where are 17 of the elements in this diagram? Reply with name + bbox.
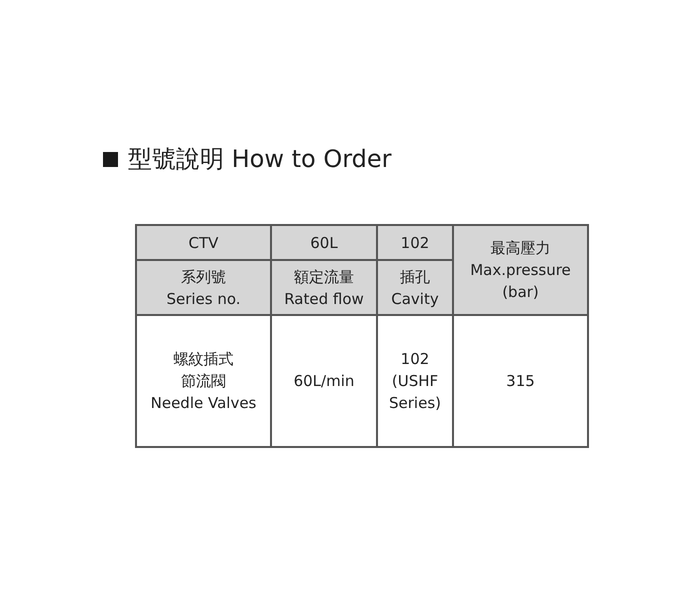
cell-text: 315 — [506, 371, 535, 392]
title: 型號說明 How to Order — [128, 144, 392, 175]
cell-text: 最高壓力 — [490, 238, 550, 259]
cell-text: 60L — [310, 232, 338, 254]
cell-text: 102 — [400, 232, 430, 254]
cell-text: 插孔 — [400, 266, 430, 288]
cell-text: 額定流量 — [294, 266, 354, 288]
cell-text: 螺紋插式節流閥 — [172, 349, 234, 392]
cell-text: Cavity — [391, 288, 439, 310]
cell-text: Series no. — [166, 288, 241, 310]
cell-text: 102 (USHF Series) — [388, 349, 442, 414]
cell-text: 60L/min — [294, 371, 354, 392]
cell-text: Needle Valves — [150, 393, 256, 414]
cell-text: CTV — [188, 232, 218, 254]
cell-text: Rated flow — [284, 288, 364, 310]
cell-text: Max.pressure (bar) — [469, 260, 572, 303]
cell-text: 系列號 — [181, 266, 226, 288]
